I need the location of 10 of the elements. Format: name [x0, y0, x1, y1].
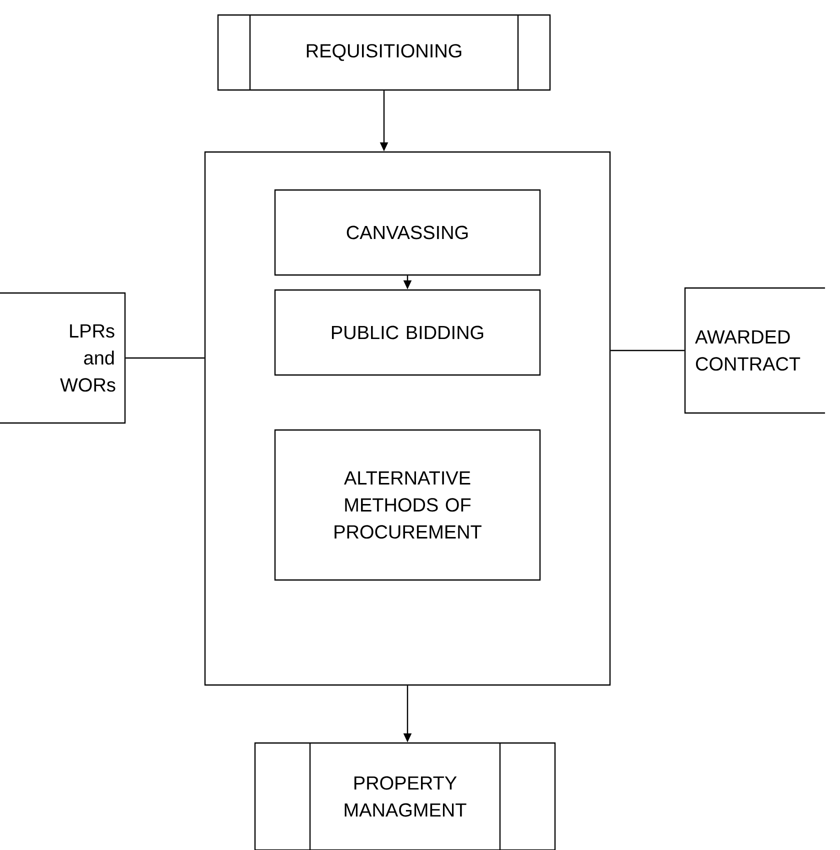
process-box: CANVASSING: [274, 189, 541, 276]
process-box: ALTERNATIVE METHODS OF PROCUREMENT: [274, 429, 541, 581]
connector-line: [126, 357, 204, 359]
bracket-box: AWARDED CONTRACT: [684, 287, 826, 414]
process-box: REQUISITIONING: [217, 14, 551, 91]
bracket-box: LPRs and WORs: [0, 292, 126, 424]
process-box: PUBLIC BIDDING: [274, 289, 541, 376]
container-box: [204, 151, 611, 686]
connector-line: [610, 350, 684, 352]
process-box: PROPERTY MANAGMENT: [254, 742, 556, 850]
